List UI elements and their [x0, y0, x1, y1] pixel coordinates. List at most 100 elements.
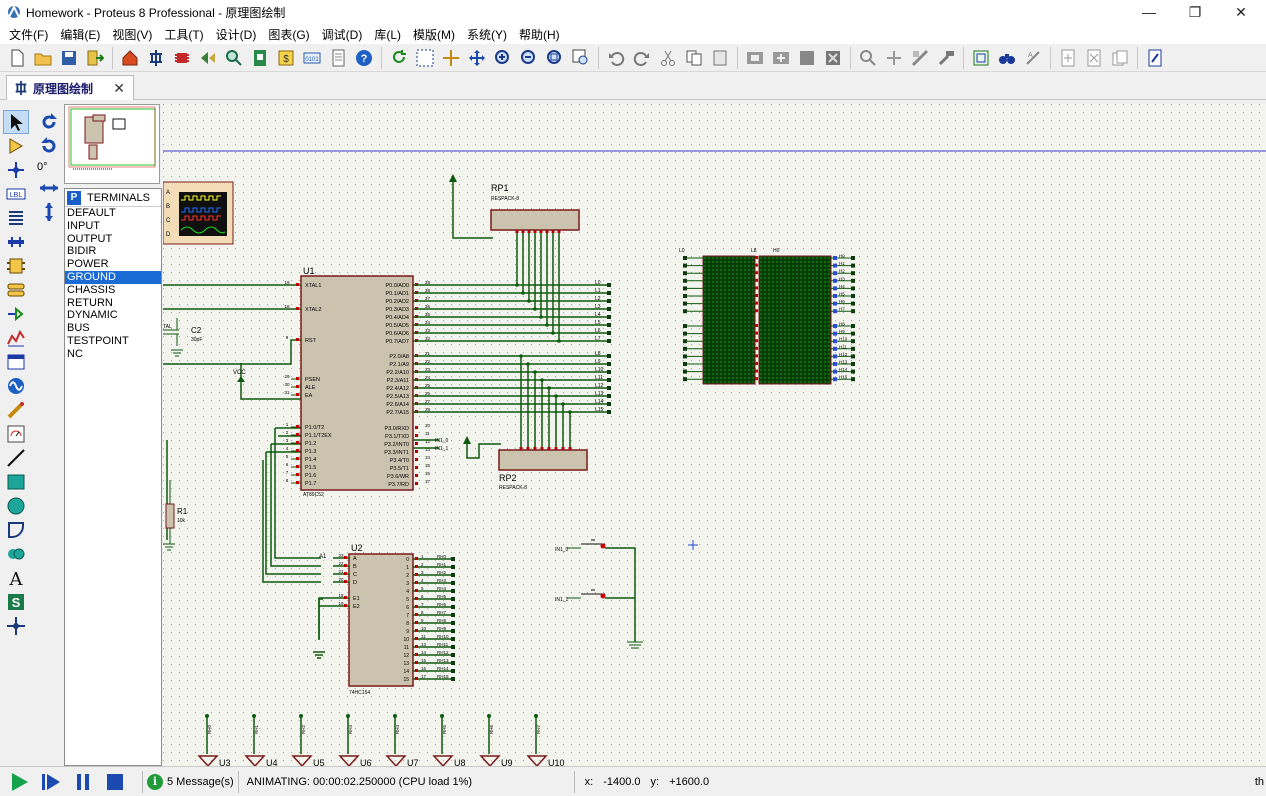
pause-button[interactable] — [70, 769, 96, 795]
box-mode-button[interactable] — [3, 470, 29, 494]
zoom-area-button[interactable] — [570, 47, 592, 69]
text-mode-button[interactable]: A — [3, 566, 29, 590]
capacitor-c2[interactable]: C2 30pF TAL — [163, 318, 202, 357]
mcu-u1[interactable]: U1 AT89C52 XTAL119XTAL218RST9PSEN29ALE30… — [284, 266, 430, 498]
menu-tools[interactable]: 工具(T) — [164, 27, 204, 42]
arc-mode-button[interactable] — [3, 518, 29, 542]
save-button[interactable] — [58, 47, 80, 69]
origin-button[interactable] — [440, 47, 462, 69]
menu-system[interactable]: 系统(Y) — [467, 27, 507, 42]
pick-badge[interactable]: P — [67, 190, 81, 205]
terminal-item[interactable]: OUTPUT — [67, 232, 113, 245]
terminal-item[interactable]: BIDIR — [67, 245, 97, 258]
pcb-button[interactable] — [171, 47, 193, 69]
close-button[interactable]: ✕ — [1235, 3, 1247, 20]
zoom-in-button[interactable] — [492, 47, 514, 69]
block-delete-button[interactable] — [822, 47, 844, 69]
messages-indicator[interactable]: i 5 Message(s) — [142, 770, 239, 793]
schematic-canvas[interactable]: A B C D VCC — [163, 104, 1266, 766]
terminals-mode-button[interactable] — [3, 278, 29, 302]
menu-template[interactable]: 模版(M) — [413, 27, 455, 42]
3d-view-button[interactable] — [197, 47, 219, 69]
bus-mode-button[interactable] — [3, 230, 29, 254]
restore-button[interactable]: ❐ — [1188, 3, 1202, 20]
selection-mode-button[interactable] — [3, 110, 29, 134]
copy-button[interactable] — [683, 47, 705, 69]
new-sheet-button[interactable] — [1057, 47, 1079, 69]
undo-button[interactable] — [605, 47, 627, 69]
push-button-1[interactable]: IN1_0 — [555, 539, 636, 642]
oscilloscope[interactable]: A B C D — [163, 181, 234, 245]
terminal-item[interactable]: INPUT — [67, 219, 100, 232]
component-mode-button[interactable] — [3, 134, 29, 158]
wire-label-mode-button[interactable]: LBL — [3, 182, 29, 206]
design-explorer-button[interactable] — [249, 47, 271, 69]
vcc-power-terminal[interactable]: VCC — [233, 370, 246, 382]
rotate-anticlockwise-button[interactable] — [36, 134, 62, 158]
terminal-item[interactable]: POWER — [67, 258, 109, 271]
new-file-button[interactable] — [6, 47, 28, 69]
resistor-r1[interactable]: R1 10k — [163, 480, 188, 551]
rotate-clockwise-button[interactable] — [36, 110, 62, 134]
menu-help[interactable]: 帮助(H) — [519, 27, 560, 42]
notes-button[interactable] — [327, 47, 349, 69]
home-button[interactable] — [119, 47, 141, 69]
terminal-item[interactable]: TESTPOINT — [67, 334, 129, 347]
graph-mode-button[interactable] — [3, 326, 29, 350]
import-button[interactable] — [84, 47, 106, 69]
line-mode-button[interactable] — [3, 446, 29, 470]
open-file-button[interactable] — [32, 47, 54, 69]
subcircuit-mode-button[interactable] — [3, 254, 29, 278]
cut-button[interactable] — [657, 47, 679, 69]
stop-button[interactable] — [102, 769, 128, 795]
minimize-button[interactable]: — — [1142, 4, 1156, 20]
menu-edit[interactable]: 编辑(E) — [60, 27, 101, 42]
step-button[interactable] — [38, 769, 64, 795]
zoom-out-button[interactable] — [518, 47, 540, 69]
text-script-mode-button[interactable] — [3, 206, 29, 230]
terminal-item[interactable]: CHASSIS — [67, 283, 116, 296]
probe-mode-button[interactable] — [3, 398, 29, 422]
zoom-all-button[interactable] — [544, 47, 566, 69]
decompose-button[interactable] — [935, 47, 957, 69]
erc-report-button[interactable] — [1144, 47, 1166, 69]
search-button[interactable] — [996, 47, 1018, 69]
gerber-button[interactable] — [223, 47, 245, 69]
resistor-pack-rp2[interactable]: RP2 RESPACK-8 — [463, 436, 588, 491]
menu-debug[interactable]: 调试(D) — [321, 27, 363, 42]
instrument-mode-button[interactable] — [3, 422, 29, 446]
redo-button[interactable] — [631, 47, 653, 69]
refresh-button[interactable] — [388, 47, 410, 69]
remove-sheet-button[interactable] — [1083, 47, 1105, 69]
grid-toggle-button[interactable] — [414, 47, 436, 69]
tab-schematic[interactable]: 原理图绘制 ✕ — [6, 75, 134, 100]
menu-library[interactable]: 库(L) — [374, 27, 401, 42]
block-copy-button[interactable] — [744, 47, 766, 69]
mirror-horizontal-button[interactable] — [36, 176, 62, 200]
pick-device-button[interactable] — [857, 47, 879, 69]
generator-mode-button[interactable] — [3, 374, 29, 398]
property-tool-button[interactable]: A — [1022, 47, 1044, 69]
path-mode-button[interactable] — [3, 542, 29, 566]
junction-mode-button[interactable] — [3, 158, 29, 182]
source-code-button[interactable]: 0101 — [301, 47, 323, 69]
help-button[interactable]: ? — [353, 47, 375, 69]
exit-parent-button[interactable] — [1109, 47, 1131, 69]
symbol-mode-button[interactable]: S — [3, 590, 29, 614]
play-button[interactable] — [6, 769, 32, 795]
circle-mode-button[interactable] — [3, 494, 29, 518]
push-button-2[interactable]: IN1_1 — [555, 589, 643, 649]
mirror-vertical-button[interactable] — [36, 200, 62, 224]
terminal-item[interactable]: BUS — [67, 322, 90, 335]
terminal-item[interactable]: DEFAULT — [67, 207, 116, 219]
tape-recorder-mode-button[interactable] — [3, 350, 29, 374]
terminal-item[interactable]: RETURN — [67, 296, 113, 309]
resistor-pack-rp1[interactable]: RP1 RESPACK-8 — [449, 174, 580, 239]
menu-graph[interactable]: 图表(G) — [268, 27, 310, 42]
block-rotate-button[interactable] — [796, 47, 818, 69]
rotation-angle[interactable]: 0° — [37, 161, 48, 173]
schematic-button[interactable] — [145, 47, 167, 69]
pan-button[interactable] — [466, 47, 488, 69]
schematic-drawing[interactable]: A B C D VCC — [163, 104, 1266, 766]
